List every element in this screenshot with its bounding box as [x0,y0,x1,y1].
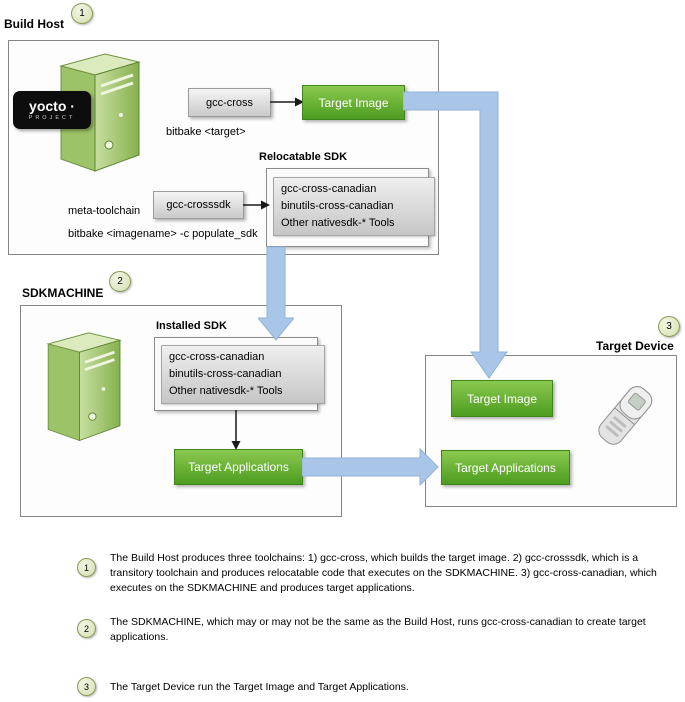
note-3-badge: 3 [77,677,96,696]
list-item: Other nativesdk-* Tools [281,217,395,229]
note-3-text: The Target Device run the Target Image a… [110,681,409,693]
list-item: binutils-cross-canadian [169,368,282,380]
flow-arrow-sdk-to-sdkmachine-icon [256,246,296,347]
installed-sdk-list: gcc-cross-canadian binutils-cross-canadi… [161,345,325,404]
target-applications-box: Target Applications [441,450,570,485]
arrow-right-icon [270,95,304,113]
bitbake-target-label: bitbake <target> [166,126,246,138]
list-item: gcc-cross-canadian [281,183,377,195]
target-device-title: Target Device [596,339,674,353]
target-image-box: Target Image [302,85,405,120]
target-image-box: Target Image [451,380,553,417]
build-host-title: Build Host [4,17,64,31]
computer-tower-icon [39,328,131,455]
note-1-text: The Build Host produces three toolchains… [110,552,657,594]
arrow-down-icon [230,410,242,455]
list-item: Other nativesdk-* Tools [169,385,283,397]
relocatable-sdk-box: gcc-cross-canadian binutils-cross-canadi… [266,168,435,247]
mobile-phone-icon [584,378,664,461]
installed-sdk-title: Installed SDK [156,320,227,332]
sdkmachine-box: Installed SDK gcc-cross-canadian binutil… [20,305,342,517]
flow-arrow-apps-to-device-icon [301,447,442,491]
build-host-box: yocto · PROJECT gcc-cross Target Image b… [8,40,439,255]
bitbake-populate-sdk-label: bitbake <imagename> -c populate_sdk [68,228,258,240]
target-applications-box: Target Applications [174,449,303,485]
gcc-crosssdk-box: gcc-crosssdk [153,191,244,219]
yocto-logo-text: yocto · [29,98,75,114]
target-device-box: Target Image Target Applications [425,355,677,507]
note-2-text: The SDKMACHINE, which may or may not be … [110,616,646,643]
note-1-badge: 1 [77,558,96,577]
step-1-badge: 1 [71,3,93,24]
sdkmachine-title: SDKMACHINE [22,286,104,300]
step-2-badge: 2 [109,271,131,292]
meta-toolchain-label: meta-toolchain [68,205,141,217]
yocto-logo-subtext: PROJECT [28,115,76,121]
relocatable-sdk-title: Relocatable SDK [259,151,348,163]
arrow-right-icon [243,198,270,216]
list-item: gcc-cross-canadian [169,351,265,363]
relocatable-sdk-list: gcc-cross-canadian binutils-cross-canadi… [273,177,435,236]
flow-arrow-target-image-to-device-icon [402,88,513,387]
gcc-cross-box: gcc-cross [188,88,271,117]
installed-sdk-box: gcc-cross-canadian binutils-cross-canadi… [154,337,325,411]
note-2-badge: 2 [77,619,96,638]
step-3-badge: 3 [658,316,680,337]
yocto-project-logo: yocto · PROJECT [13,91,91,129]
list-item: binutils-cross-canadian [281,200,394,212]
